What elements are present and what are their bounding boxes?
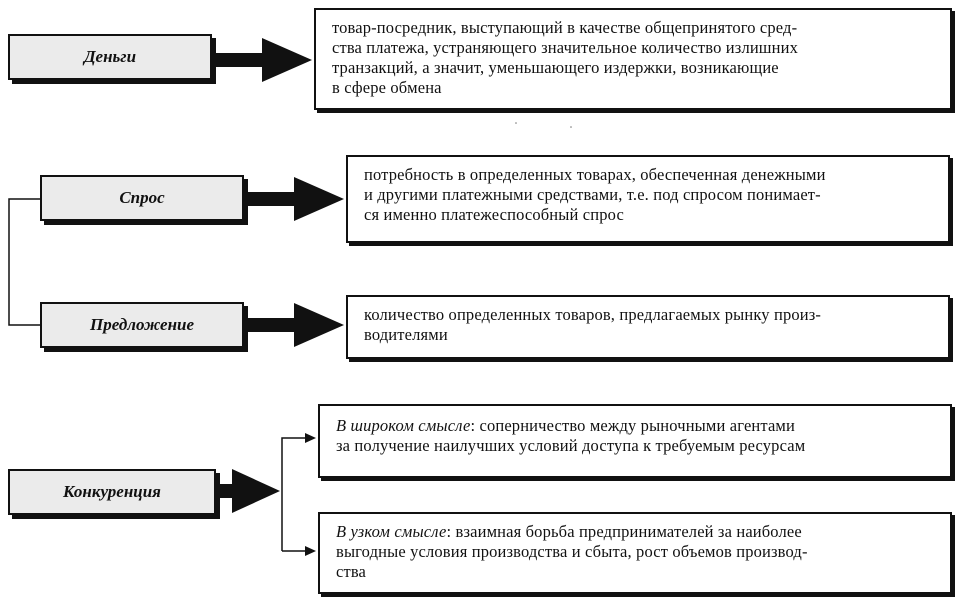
broad-sense-text: : соперничество между рыночными агентами: [470, 416, 796, 435]
definition-line: водителями: [364, 325, 448, 344]
narrow-sense-label: В узком смысле: [336, 522, 447, 541]
definition-line: ся именно платежеспособный спрос: [364, 205, 624, 224]
term-money: Деньги: [8, 34, 212, 80]
definition-competition-narrow: В узком смысле: взаимная борьба предприн…: [318, 512, 952, 594]
term-money-label: Деньги: [83, 47, 137, 66]
definition-demand: потребность в определенных товарах, обес…: [346, 155, 950, 243]
term-supply-label: Предложение: [89, 315, 195, 334]
definition-line: ства: [336, 562, 367, 581]
term-competition: Конкуренция: [8, 469, 216, 515]
definition-line: выгодные условия производства и сбыта, р…: [336, 542, 808, 561]
definition-line: за получение наилучших условий доступа к…: [336, 436, 806, 455]
demand-arrow: [244, 177, 344, 221]
definition-line: товар-посредник, выступающий в качестве …: [332, 18, 798, 37]
demand-supply-bracket: [8, 198, 40, 326]
definition-line: и другими платежными средствами, т.е. по…: [364, 185, 821, 204]
definition-money: товар-посредник, выступающий в качестве …: [314, 8, 952, 110]
definition-line: ства платежа, устраняющего значительное …: [332, 38, 799, 57]
competition-split-connector: [281, 433, 316, 556]
definition-line: В узком смысле: взаимная борьба предприн…: [336, 522, 938, 542]
definition-line: в сфере обмена: [332, 78, 442, 97]
term-competition-label: Конкуренция: [63, 482, 161, 501]
competition-arrow: [216, 469, 280, 513]
definition-line: потребность в определенных товарах, обес…: [364, 165, 826, 184]
term-demand: Спрос: [40, 175, 244, 221]
money-arrow: [212, 38, 312, 82]
definition-line: количество определенных товаров, предлаг…: [364, 305, 822, 324]
narrow-sense-text: : взаимная борьба предпринимателей за на…: [446, 522, 802, 541]
definition-supply: количество определенных товаров, предлаг…: [346, 295, 950, 359]
definition-line: транзакций, а значит, уменьшающего издер…: [332, 58, 779, 77]
definition-line: В широком смысле: соперничество между ры…: [336, 416, 938, 436]
broad-sense-label: В широком смысле: [336, 416, 471, 435]
definition-competition-broad: В широком смысле: соперничество между ры…: [318, 404, 952, 478]
supply-arrow: [244, 303, 344, 347]
term-demand-label: Спрос: [119, 188, 165, 207]
term-supply: Предложение: [40, 302, 244, 348]
